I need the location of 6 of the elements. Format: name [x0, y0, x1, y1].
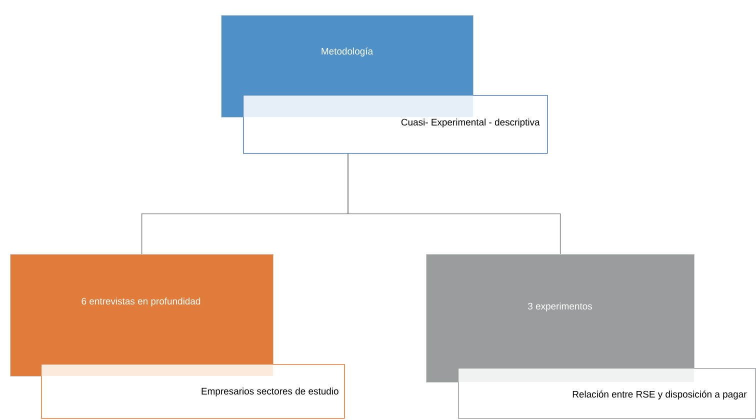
detail-box: Relación entre RSE y disposición a pagar [458, 368, 756, 419]
detail-box: Empresarios sectores de estudio [41, 364, 345, 419]
process-box: 6 entrevistas en profundidad [10, 254, 274, 377]
process-box: 3 experimentos [426, 254, 695, 383]
connector-line [348, 153, 561, 254]
detail-box: Cuasi- Experimental - descriptiva [243, 95, 548, 154]
